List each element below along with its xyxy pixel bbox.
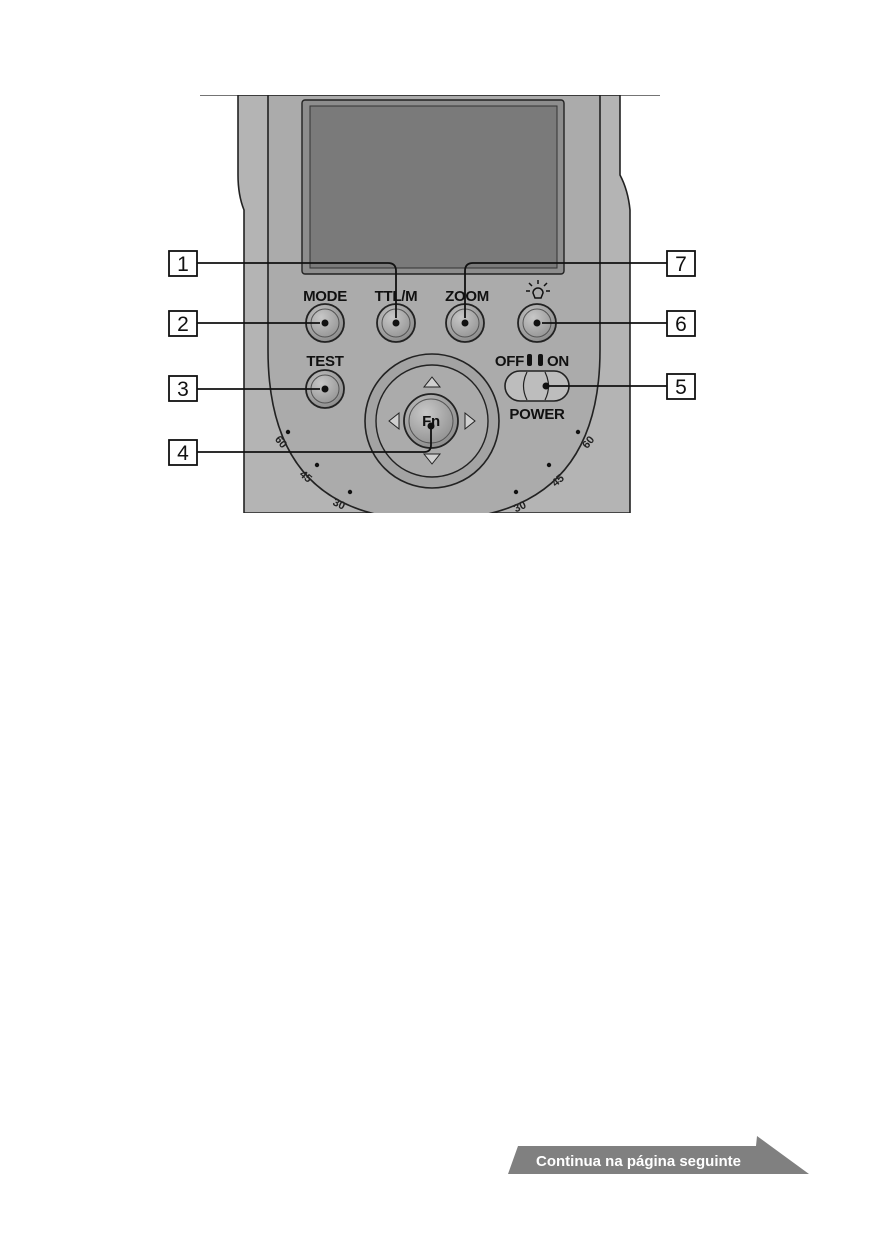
svg-text:5: 5 xyxy=(675,376,687,399)
svg-text:1: 1 xyxy=(177,253,189,276)
callout-4: 4 xyxy=(169,440,197,465)
svg-text:2: 2 xyxy=(177,313,189,336)
callout-3: 3 xyxy=(169,376,197,401)
svg-text:3: 3 xyxy=(177,378,189,401)
svg-text:6: 6 xyxy=(675,313,687,336)
continue-label: Continua na página seguinte xyxy=(536,1153,741,1170)
callout-1: 1 xyxy=(169,251,197,276)
power-label: POWER xyxy=(509,406,565,423)
callout-7: 7 xyxy=(667,251,695,276)
zoom-label: ZOOM xyxy=(445,288,489,305)
mode-label: MODE xyxy=(303,288,347,305)
callout-2: 2 xyxy=(169,311,197,336)
svg-text:7: 7 xyxy=(675,253,687,276)
lcd-screen xyxy=(310,106,557,268)
callout-5: 5 xyxy=(667,374,695,399)
test-label: TEST xyxy=(306,353,343,370)
callout-6: 6 xyxy=(667,311,695,336)
power-on-label: ON xyxy=(547,353,569,370)
power-off-label: OFF xyxy=(495,353,524,370)
svg-text:4: 4 xyxy=(177,442,189,465)
